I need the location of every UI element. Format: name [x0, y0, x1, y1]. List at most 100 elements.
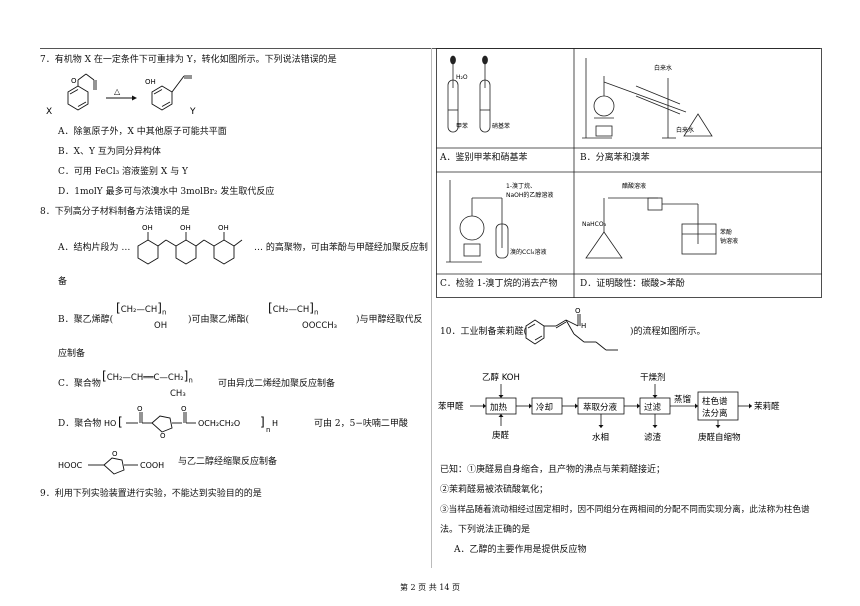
q9-stem: 9．利用下列实验装置进行实验，不能达到实验目的的是: [40, 489, 262, 499]
q8-option-a-tail: 备: [58, 277, 68, 287]
flow-end: 茉莉醛: [754, 401, 780, 412]
q7-option-a: A．除氢原子外，X 中其他原子可能共平面: [58, 127, 227, 137]
flow-distill: 蒸馏: [674, 394, 691, 405]
flow-start: 苯甲醛: [438, 401, 464, 412]
apparatus-a-label-nitro: 硝基苯: [492, 122, 510, 130]
apparatus-d-label-solution: 钠溶液: [720, 237, 738, 245]
flow-box-cool-label: 冷却: [536, 402, 553, 413]
q10-o-label: O: [575, 307, 581, 315]
flow-residue: 滤渣: [644, 432, 662, 443]
q7-option-b: B．X、Y 互为同分异构体: [58, 147, 161, 157]
q10-known-4: 法。下列说法正确的是: [440, 525, 531, 535]
q8-option-b-text: )与甲醇经取代反: [356, 315, 423, 325]
q8-d-h: H: [272, 419, 278, 428]
q8-a-oh-1: OH: [142, 224, 153, 232]
apparatus-d-label-bicarb: NaHCO₃: [582, 221, 607, 228]
q8-b-polymer-2: [CH₂—CH]n: [268, 301, 319, 317]
page-footer: 第 2 页 共 14 页: [400, 583, 460, 592]
q7-y-label: Y: [189, 107, 196, 117]
q8-b-polymer-1-n: n: [161, 307, 167, 317]
flow-top-inputs: 乙醇 KOH: [482, 372, 520, 383]
q8-option-a-prefix: A．结构片段为 …: [58, 243, 131, 253]
q10-h-label: H: [581, 322, 586, 330]
apparatus-d-label-phenol: 苯酚: [720, 228, 732, 236]
apparatus-b-label-in: 白来水: [654, 64, 672, 72]
q7-o-label: O: [71, 77, 77, 85]
apparatus-b-label-out: 白来水: [676, 126, 694, 134]
q8-option-b-prefix: B．聚乙烯醇(: [58, 315, 114, 325]
q8-option-b-mid: )可由聚乙烯酯(: [188, 315, 250, 325]
q8-c-polymer: [CH₂—CH══C—CH₂]n: [102, 369, 193, 385]
molecule-y: [151, 75, 192, 111]
q8-acid-right: COOH: [140, 461, 164, 470]
apparatus-a-label-toluene: 甲苯: [456, 122, 468, 130]
q8-option-c-text: 可由异戊二烯经加聚反应制备: [218, 379, 336, 389]
q10-flowchart: 乙醇 KOH 苯甲醛 加热 冷却 萃取分液 过滤 干燥剂 蒸馏 柱色谱 法分离 …: [438, 372, 780, 443]
q7-option-d: D．1molY 最多可与浓溴水中 3molBr₂ 发生取代反应: [58, 187, 275, 197]
flow-box-filter-label: 过滤: [644, 402, 662, 413]
q8-d-o-1: O: [137, 405, 143, 413]
q8-option-a-text: … 的高聚物，可由苯酚与甲醛经加聚反应制: [254, 243, 428, 253]
q8-a-oh-2: OH: [180, 224, 191, 232]
q8-acid-o: O: [112, 450, 118, 458]
flow-box-heat-label: 加热: [490, 402, 508, 413]
svg-text:]: ]: [260, 415, 265, 429]
q7-stem: 7．有机物 X 在一定条件下可重排为 Y，转化如图所示。下列说法错误的是: [40, 55, 337, 65]
q8-stem: 8．下列高分子材料制备方法错误的是: [40, 207, 190, 217]
q7-x-label: X: [46, 107, 52, 117]
flow-heptanal: 庚醛: [492, 430, 510, 441]
q8-option-d-tail: 与乙二醇经缩聚反应制备: [178, 457, 278, 467]
q8-b-polymer-1: [CH₂—CH]n: [116, 301, 167, 317]
q10-option-a: A．乙醇的主要作用是提供反应物: [454, 545, 587, 555]
flow-box-extract-label: 萃取分液: [583, 402, 618, 413]
q10-stem-suffix: )的流程如图所示。: [630, 327, 706, 337]
q9-apparatus-grid: H₂O 甲苯 硝基苯 白来水 白来水: [436, 48, 822, 298]
q8-b-polymer-1-main: CH₂—CH: [120, 305, 158, 315]
apparatus-b: [582, 58, 713, 139]
q9-cell-c: C．检验 1-溴丁烷的消去产物: [440, 279, 558, 289]
q8-option-c-prefix: C．聚合物: [58, 379, 101, 389]
q8-b-polymer-2-n: n: [313, 307, 319, 317]
q8-b-polymer-2-main: CH₂—CH: [272, 305, 310, 315]
q8-c-polymer-n: n: [188, 375, 193, 385]
svg-text:[: [: [118, 415, 123, 429]
q8-c-polymer-main: CH₂—CH══C—CH₂: [106, 373, 184, 383]
q8-d-o-ring: O: [160, 432, 166, 438]
q10-known-2: ②茉莉醛易被浓硫酸氧化；: [440, 485, 549, 495]
q7-oh-label: OH: [145, 78, 156, 86]
q8-c-polymer-sub: CH₃: [170, 389, 186, 399]
flow-box-column-line1: 柱色谱: [702, 396, 728, 407]
q9-cell-a: A．鉴别甲苯和硝基苯: [440, 153, 528, 163]
q8-d-polyester-figure: HO [ O O O OCH₂CH₂O ] n H: [104, 405, 278, 438]
apparatus-a: [447, 55, 491, 133]
column-divider: [431, 48, 432, 568]
q8-furandicarboxylic-figure: HOOC O COOH: [58, 450, 164, 475]
flow-box-column-line2: 法分离: [702, 408, 728, 419]
q7-reaction-figure: O X △ OH Y: [46, 73, 196, 117]
q8-phenol-resin-figure: OH OH OH: [137, 224, 243, 265]
molecule-x: [67, 73, 97, 111]
apparatus-c-label-2: NaOH的乙醇溶液: [506, 191, 553, 199]
apparatus-c-label-3: 溴的CCl₄溶液: [510, 248, 546, 256]
apparatus-d: [585, 197, 717, 259]
q8-b-polymer-2-sub: OOCCH₃: [302, 321, 338, 331]
flow-byproduct: 庚醛自缩物: [698, 432, 741, 443]
q7-arrow-label: △: [114, 87, 121, 96]
q9-cell-b: B．分离苯和溴苯: [580, 153, 650, 163]
apparatus-d-label-acid: 醋酸溶液: [622, 182, 646, 190]
q10-stem-prefix: 10．工业制备茉莉醛(: [440, 327, 527, 337]
q9-cell-d: D．证明酸性：碳酸>苯酚: [580, 279, 685, 289]
q10-known-1: 已知：①庚醛易自身缩合，且产物的沸点与茉莉醛接近；: [440, 465, 666, 475]
q8-b-polymer-1-sub: OH: [154, 321, 168, 331]
apparatus-a-label-water: H₂O: [456, 74, 468, 81]
header-rule: [40, 48, 820, 49]
apparatus-c: [446, 180, 509, 263]
q8-option-d-prefix: D．聚合物: [58, 419, 102, 429]
q8-a-oh-3: OH: [218, 224, 229, 232]
q8-d-o-2: O: [181, 405, 187, 413]
q8-option-b-tail: 应制备: [58, 349, 86, 359]
q7-option-c: C．可用 FeCl₃ 溶液鉴别 X 与 Y: [58, 167, 188, 177]
apparatus-c-label-1: 1-溴丁烷、: [506, 182, 536, 190]
q10-jasminaldehyde-figure: H O: [525, 307, 618, 351]
q10-known-3: ③当样品随着流动相经过固定相时，因不同组分在两相间的分配不同而实现分离，此法称为…: [440, 505, 810, 515]
